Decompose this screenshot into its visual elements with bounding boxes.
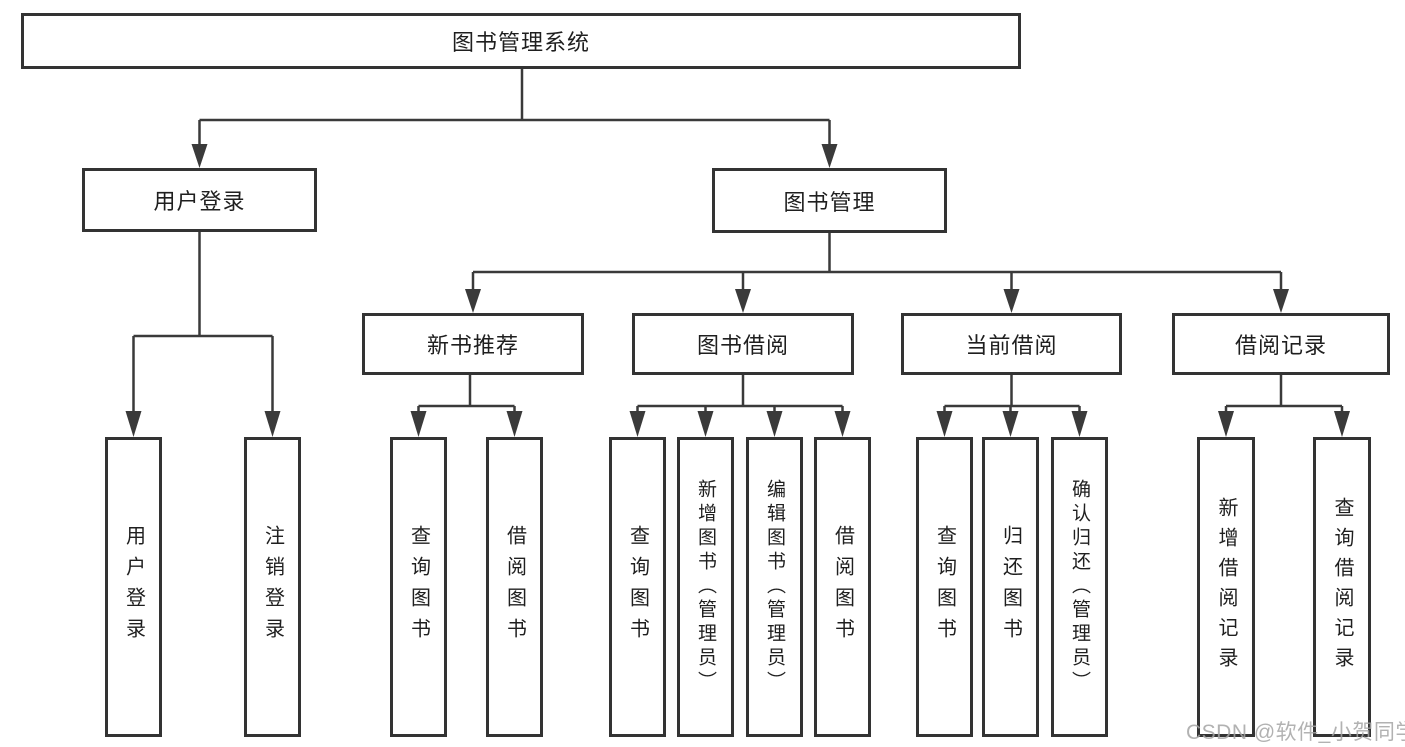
leaf-recommend-borrow-books: 借阅图书 [486,437,543,737]
leaf-borrowing-add-books-admin: 新增图书（管理员） [677,437,734,737]
leaf-records-query-record-label: 查询借阅记录 [1331,497,1353,677]
node-root-label: 图书管理系统 [451,30,590,55]
leaf-borrowing-edit-books-admin-label: 编辑图书（管理员） [764,479,785,695]
node-book-borrowing-label: 图书借阅 [696,333,789,358]
leaf-current-confirm-return-admin-label: 确认归还（管理员） [1069,479,1090,695]
leaf-recommend-borrow-books-label: 借阅图书 [503,525,526,649]
leaf-current-return-books-label: 归还图书 [999,525,1022,649]
leaf-borrowing-borrow-books-label: 借阅图书 [831,525,854,649]
leaf-logout-label: 注销登录 [261,525,284,649]
leaf-borrowing-borrow-books: 借阅图书 [814,437,871,737]
leaf-user-login: 用户登录 [105,437,162,737]
node-book-management: 图书管理 [712,168,947,233]
node-root: 图书管理系统 [21,13,1021,69]
leaf-current-query-books: 查询图书 [916,437,973,737]
node-book-borrowing: 图书借阅 [632,313,854,375]
leaf-records-add-record-label: 新增借阅记录 [1215,497,1237,677]
leaf-records-add-record: 新增借阅记录 [1197,437,1255,737]
node-new-book-recommend: 新书推荐 [362,313,584,375]
leaf-current-query-books-label: 查询图书 [933,525,956,649]
leaf-borrowing-add-books-admin-label: 新增图书（管理员） [695,479,716,695]
node-current-borrowing-label: 当前借阅 [965,333,1058,358]
node-user-login: 用户登录 [82,168,317,232]
leaf-records-query-record: 查询借阅记录 [1313,437,1371,737]
node-current-borrowing: 当前借阅 [901,313,1122,375]
leaf-user-login-label: 用户登录 [122,525,145,649]
leaf-logout: 注销登录 [244,437,301,737]
leaf-current-return-books: 归还图书 [982,437,1039,737]
node-book-management-label: 图书管理 [783,189,876,215]
node-borrowing-records: 借阅记录 [1172,313,1390,375]
node-user-login-label: 用户登录 [153,189,246,214]
leaf-borrowing-query-books: 查询图书 [609,437,666,737]
leaf-borrowing-edit-books-admin: 编辑图书（管理员） [746,437,803,737]
leaf-borrowing-query-books-label: 查询图书 [626,525,649,649]
node-new-book-recommend-label: 新书推荐 [426,333,519,358]
leaf-recommend-query-books: 查询图书 [390,437,447,737]
watermark: CSDN @软件_小贺同学 [1186,721,1405,744]
node-borrowing-records-label: 借阅记录 [1234,333,1327,358]
leaf-recommend-query-books-label: 查询图书 [407,525,430,649]
leaf-current-confirm-return-admin: 确认归还（管理员） [1051,437,1108,737]
